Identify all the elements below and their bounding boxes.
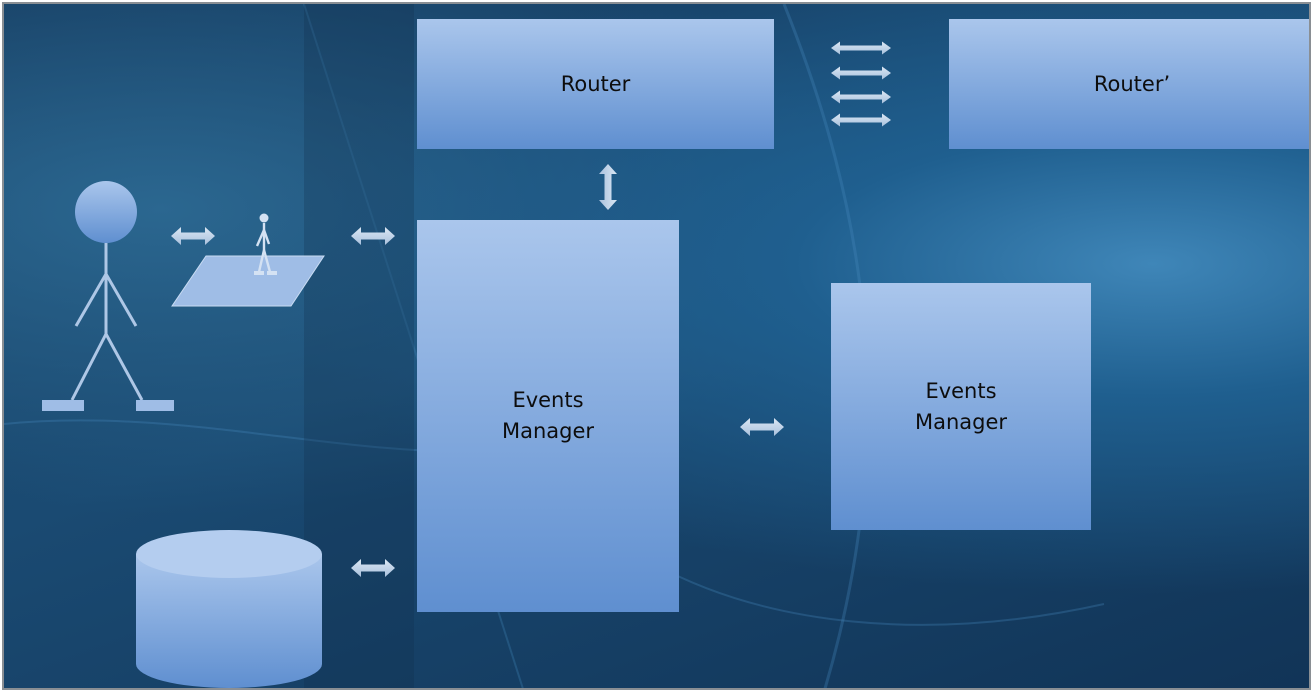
bidirectional-arrow-icon: [599, 164, 617, 210]
bidirectional-arrow-icon: [351, 559, 395, 577]
arrows-layer: [171, 41, 891, 577]
router-prime-label: Router’: [1093, 71, 1171, 96]
bidirectional-arrow-icon: [351, 227, 395, 245]
database-cylinder-icon: [136, 530, 322, 688]
avatar-on-platform-icon: [171, 213, 325, 307]
router-box: Router: [417, 19, 774, 149]
router-label: Router: [560, 71, 631, 96]
parallel-bidirectional-arrows-icon: [831, 41, 891, 127]
bidirectional-arrow-icon: [740, 418, 784, 436]
events-manager-main-label: Events Manager: [501, 388, 595, 443]
stick-figure-user-icon: [42, 181, 174, 411]
events-manager-remote-label: Events Manager: [914, 378, 1008, 434]
user-figure-layer: [42, 181, 325, 688]
events-manager-main-box: Events Manager: [417, 220, 679, 612]
bidirectional-arrow-icon: [171, 227, 215, 245]
events-manager-remote-box: Events Manager: [831, 283, 1091, 530]
router-prime-box: Router’: [949, 19, 1309, 149]
